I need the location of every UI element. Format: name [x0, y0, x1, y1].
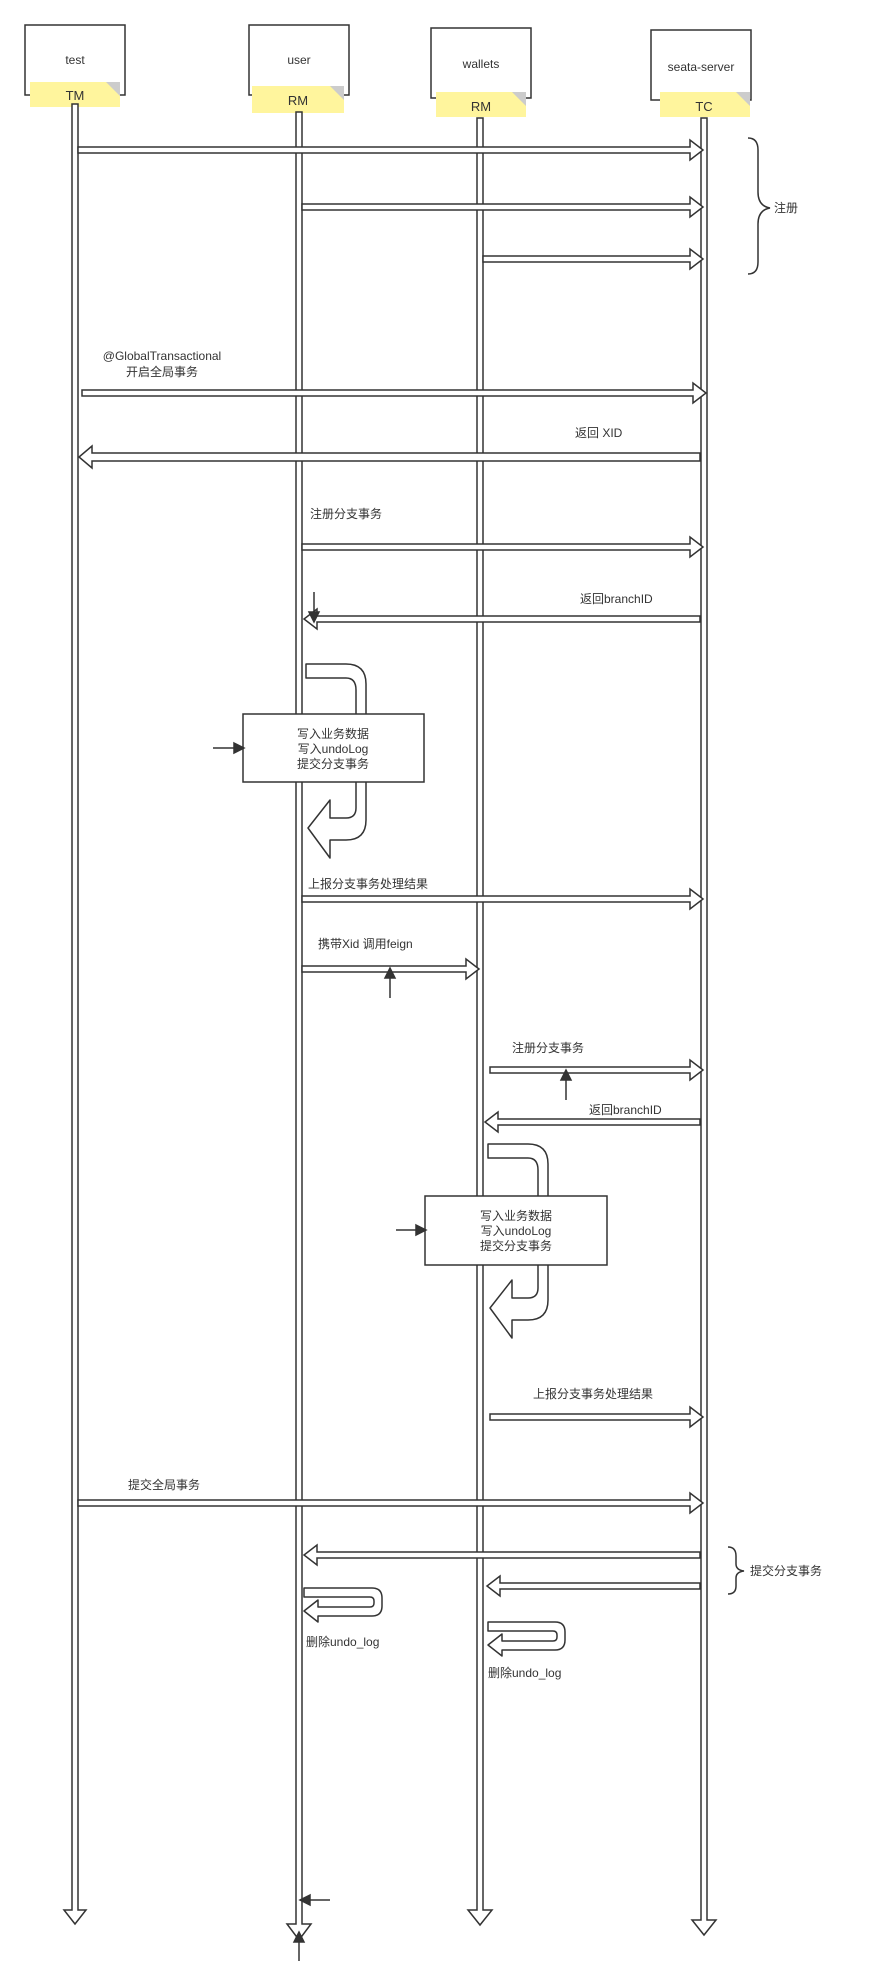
arrow-wallets-register-branch	[489, 1058, 705, 1082]
lifelines	[62, 103, 718, 1942]
note-fold	[512, 92, 526, 106]
process-line: 写入undoLog	[298, 742, 369, 756]
label-call-feign: 携带Xid 调用feign	[318, 936, 413, 951]
small-arrow-head	[415, 1223, 428, 1237]
label-user-return-branch: 返回branchID	[580, 592, 653, 606]
arrow-commit-branch-wallets	[485, 1574, 701, 1598]
undo-loop-wallets	[487, 1621, 566, 1657]
undo-delete-loops	[303, 1587, 566, 1657]
label-wallets-delete-undo: 删除undo_log	[488, 1665, 561, 1680]
arrow-user-return-branch	[302, 607, 701, 631]
participant-test: test TM	[24, 24, 126, 107]
label-wallets-register-branch: 注册分支事务	[512, 1040, 584, 1055]
small-arrow-head	[233, 741, 246, 755]
arrow-user-register-branch	[301, 535, 705, 559]
small-arrow-head	[559, 1068, 573, 1081]
braces	[727, 137, 771, 1595]
participant-name: user	[287, 53, 310, 67]
small-arrow-head	[383, 966, 397, 979]
process-line: 写入业务数据	[480, 1208, 552, 1223]
wallets-self-call	[487, 1143, 549, 1339]
role-note	[436, 92, 526, 117]
participant-name: wallets	[462, 57, 500, 71]
label-wallets-return-branch: 返回branchID	[589, 1103, 662, 1117]
process-line: 写入业务数据	[297, 726, 369, 741]
arrow-user-report	[301, 887, 705, 911]
brace-label-register: 注册	[774, 200, 798, 215]
label-global-tx: @GlobalTransactional	[103, 349, 221, 363]
lifeline-wallets	[466, 117, 494, 1927]
label-global-tx-2: 开启全局事务	[126, 364, 198, 379]
arrow-wallets-register	[482, 247, 705, 271]
user-self-call	[305, 663, 367, 859]
arrow-commit-branch-user	[302, 1543, 701, 1567]
small-arrow-head	[292, 1930, 306, 1943]
label-user-register-branch: 注册分支事务	[310, 506, 382, 521]
brace-register	[747, 137, 771, 275]
brace-commit	[727, 1546, 745, 1595]
process-line: 提交分支事务	[297, 756, 369, 771]
lifeline-user	[285, 111, 313, 1942]
note-fold	[106, 82, 120, 96]
arrow-user-register	[301, 195, 705, 219]
participant-wallets: wallets RM	[430, 27, 532, 117]
participant-name: test	[65, 53, 85, 67]
label-user-delete-undo: 删除undo_log	[306, 1634, 379, 1649]
self-call-loop	[305, 663, 367, 859]
participant-role: RM	[288, 93, 308, 108]
small-arrow-head	[298, 1893, 311, 1907]
arrow-test-register	[77, 138, 705, 162]
label-wallets-report: 上报分支事务处理结果	[533, 1386, 653, 1401]
small-arrow-head	[307, 611, 321, 624]
role-note	[252, 86, 344, 113]
process-box-wallets	[424, 1195, 608, 1266]
arrow-commit-global	[77, 1491, 705, 1515]
participant-role: RM	[471, 99, 491, 114]
message-labels: @GlobalTransactional 开启全局事务 返回 XID 注册分支事…	[103, 349, 662, 1680]
brace-label-commit: 提交分支事务	[750, 1563, 822, 1578]
participant-user: user RM	[248, 24, 350, 113]
participant-seata-server: seata-server TC	[650, 29, 752, 117]
process-box-user	[242, 713, 425, 783]
role-note	[30, 82, 120, 107]
participant-role: TM	[66, 88, 85, 103]
lifeline-seata-server	[690, 117, 718, 1937]
arrow-wallets-return-branch	[483, 1110, 701, 1134]
note-fold	[330, 86, 344, 100]
participant-name: seata-server	[668, 60, 735, 74]
undo-loop-user	[303, 1587, 383, 1623]
process-line: 提交分支事务	[480, 1238, 552, 1253]
arrow-return-xid	[77, 444, 701, 470]
participant-box	[248, 24, 350, 96]
role-note	[660, 92, 750, 117]
note-fold	[736, 92, 750, 106]
label-return-xid: 返回 XID	[575, 426, 623, 440]
arrow-wallets-report	[489, 1405, 705, 1429]
small-arrows	[213, 592, 573, 1961]
label-user-report: 上报分支事务处理结果	[308, 876, 428, 891]
self-call-loop	[487, 1143, 549, 1339]
lifeline-test	[62, 103, 88, 1926]
process-line: 写入undoLog	[481, 1224, 552, 1238]
label-commit-global: 提交全局事务	[128, 1477, 200, 1492]
participant-role: TC	[695, 99, 712, 114]
arrow-begin-global	[81, 381, 708, 405]
